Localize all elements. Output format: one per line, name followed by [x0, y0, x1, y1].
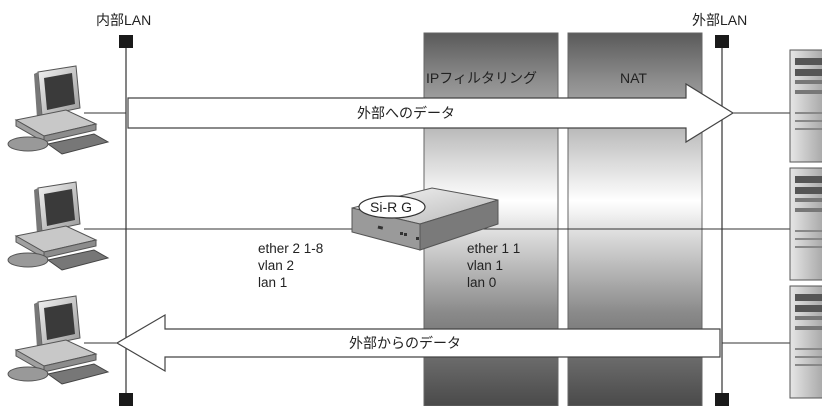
outbound-flow-label: 外部へのデータ [357, 105, 455, 121]
wan-side-vlan: vlan 1 [467, 258, 504, 273]
client-pc-icon [7, 65, 110, 155]
wan-side-lan: lan 0 [467, 275, 497, 290]
nat-label: NAT [620, 70, 647, 86]
router-icon [351, 187, 499, 251]
external-lan-label: 外部LAN [692, 12, 748, 28]
server-tower-icon [789, 49, 822, 163]
internal-lan-label: 内部LAN [96, 12, 152, 28]
lan-side-vlan: vlan 2 [258, 258, 295, 273]
client-pc-icon [7, 181, 110, 271]
router-lan-side-info: ether 2 1-8 vlan 2 lan 1 [258, 240, 323, 291]
router-wan-side-info: ether 1 1 vlan 1 lan 0 [467, 240, 520, 291]
ip-filter-label: IPフィルタリング [426, 70, 537, 86]
client-pc-icon [7, 295, 110, 385]
lan-side-interface: ether 2 1-8 [258, 241, 324, 256]
server-tower-icon [789, 285, 822, 399]
inbound-flow-label: 外部からのデータ [349, 335, 461, 351]
server-tower-icon [789, 167, 822, 281]
outbound-arrow [127, 82, 735, 144]
lan-side-lan: lan 1 [258, 275, 288, 290]
inbound-arrow [115, 313, 721, 373]
wan-side-interface: ether 1 1 [467, 241, 521, 256]
external-lan-line [715, 35, 729, 406]
router-model-label: Si-R G [370, 199, 412, 215]
